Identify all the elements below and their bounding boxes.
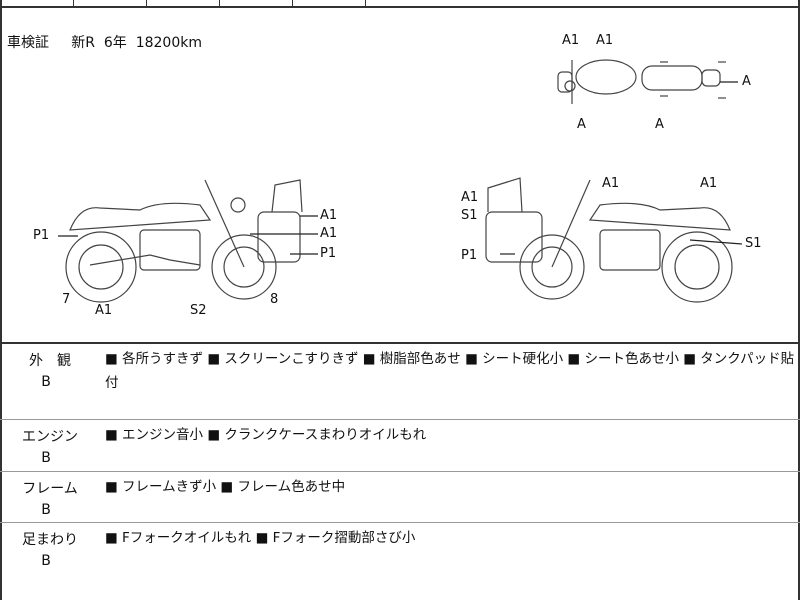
condition-row-suspension: 足まわり B ■ Fフォークオイルもれ ■ Fフォーク摺動部さび小: [0, 523, 800, 600]
right-side-motorcycle-icon: [485, 177, 733, 303]
damage-mark: A1: [95, 303, 113, 318]
damage-mark: S1: [461, 208, 478, 223]
damage-mark: 8: [270, 292, 279, 307]
grade: B: [41, 450, 51, 466]
inspection-label: 車検証: [7, 35, 49, 51]
damage-mark: S1: [745, 236, 762, 251]
category-label: フレーム: [22, 481, 78, 497]
damage-mark: A1: [602, 176, 620, 191]
damage-mark: A1: [562, 33, 580, 48]
damage-leader-lines: [58, 81, 743, 255]
damage-mark: P1: [33, 228, 50, 243]
inspection-value: 新R 6年 18200km: [71, 35, 202, 51]
category-label: エンジン: [22, 429, 78, 445]
cell-divider: [292, 0, 293, 8]
condition-notes: ■ エンジン音小 ■ クランクケースまわりオイルもれ: [105, 427, 427, 443]
damage-mark: P1: [461, 248, 478, 263]
cell-divider: [219, 0, 220, 8]
damage-mark: A: [742, 74, 751, 89]
category-label: 外 観: [29, 353, 71, 369]
motorcycle-diagram: [58, 59, 743, 303]
damage-mark: A1: [320, 208, 338, 223]
header-table-row: [0, 0, 800, 8]
damage-mark: A1: [461, 190, 479, 205]
damage-mark: A1: [596, 33, 614, 48]
cell-divider: [365, 0, 366, 8]
cell-divider: [73, 0, 74, 8]
condition-row-frame: フレーム B ■ フレームきず小 ■ フレーム色あせ中: [0, 472, 800, 523]
left-side-motorcycle-icon: [65, 179, 303, 303]
grade: B: [41, 502, 51, 518]
damage-mark: A: [655, 117, 664, 132]
grade: B: [41, 553, 51, 569]
top-view-motorcycle-icon: [557, 59, 726, 104]
section-divider: [0, 342, 800, 344]
cell-divider: [146, 0, 147, 8]
condition-notes: ■ フレームきず小 ■ フレーム色あせ中: [105, 479, 346, 495]
condition-notes: ■ 各所うすきず ■ スクリーンこすりきず ■ 樹脂部色あせ ■ シート硬化小 …: [105, 351, 795, 391]
category-label: 足まわり: [22, 532, 78, 548]
damage-mark: A: [577, 117, 586, 132]
damage-mark: A1: [320, 226, 338, 241]
condition-row-exterior: 外 観 B ■ 各所うすきず ■ スクリーンこすりきず ■ 樹脂部色あせ ■ シ…: [0, 344, 800, 420]
damage-mark: P1: [320, 246, 337, 261]
damage-mark: 7: [62, 292, 71, 307]
damage-mark: S2: [190, 303, 207, 318]
damage-mark: A1: [700, 176, 718, 191]
condition-row-engine: エンジン B ■ エンジン音小 ■ クランクケースまわりオイルもれ: [0, 420, 800, 472]
inspection-certificate: 車検証 新R 6年 18200km: [7, 32, 202, 52]
condition-notes: ■ Fフォークオイルもれ ■ Fフォーク摺動部さび小: [105, 530, 416, 546]
grade: B: [41, 374, 51, 390]
